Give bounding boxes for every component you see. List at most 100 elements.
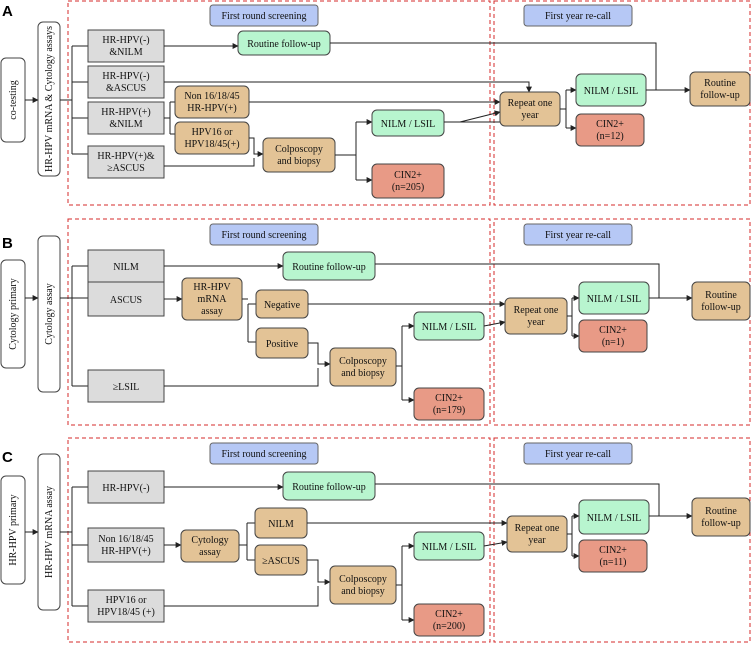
svg-text:Repeat one: Repeat one <box>508 98 553 109</box>
svg-text:(n=12): (n=12) <box>596 131 623 142</box>
svg-text:Colposcopy: Colposcopy <box>339 574 387 585</box>
svg-text:HR-HPV mRNA assay: HR-HPV mRNA assay <box>44 486 55 578</box>
svg-text:HR-HPV: HR-HPV <box>193 282 231 293</box>
svg-text:First year re-call: First year re-call <box>545 449 611 460</box>
svg-text:Cytology: Cytology <box>191 535 228 546</box>
svg-text:and biopsy: and biopsy <box>341 586 385 597</box>
svg-text:Non 16/18/45: Non 16/18/45 <box>184 91 239 102</box>
recall-cin2-box <box>578 319 648 353</box>
recall-nilm-lsil-box <box>578 499 650 535</box>
first-round-header <box>209 223 319 246</box>
svg-text:Routine follow-up: Routine follow-up <box>292 482 366 493</box>
svg-text:NILM / LSIL: NILM / LSIL <box>584 86 638 97</box>
svg-text:Negative: Negative <box>264 300 301 311</box>
svg-text:≥LSIL: ≥LSIL <box>113 382 140 393</box>
svg-text:assay: assay <box>201 306 223 317</box>
svg-text:Colposcopy: Colposcopy <box>339 356 387 367</box>
svg-text:≥ASCUS: ≥ASCUS <box>262 556 300 567</box>
svg-text:ASCUS: ASCUS <box>110 295 142 306</box>
panel-label: C <box>2 449 13 466</box>
svg-text:follow-up: follow-up <box>701 518 740 529</box>
first-round-header <box>209 442 319 465</box>
routine-final-box <box>691 281 751 321</box>
repeat-year-box <box>504 297 568 335</box>
svg-text:HR-HPV primary: HR-HPV primary <box>8 494 19 565</box>
svg-text:HR-HPV(+)&: HR-HPV(+)& <box>97 151 155 162</box>
svg-text:Positive: Positive <box>266 339 299 350</box>
svg-text:NILM: NILM <box>268 519 294 530</box>
svg-text:&ASCUS: &ASCUS <box>106 83 146 94</box>
svg-text:CIN2+: CIN2+ <box>435 609 463 620</box>
svg-text:NILM / LSIL: NILM / LSIL <box>422 542 476 553</box>
svg-text:First round screening: First round screening <box>222 230 307 241</box>
strategy-box <box>0 259 26 369</box>
svg-text:Cytology assay: Cytology assay <box>44 283 55 344</box>
svg-text:mRNA: mRNA <box>198 294 228 305</box>
recall-header <box>523 442 633 465</box>
svg-text:year: year <box>521 110 539 121</box>
svg-text:NILM / LSIL: NILM / LSIL <box>422 322 476 333</box>
colposcopy-box <box>329 347 397 387</box>
recall-frame <box>493 437 751 643</box>
first-round-header-text: First round screening <box>222 11 307 22</box>
svg-text:Non 16/18/45: Non 16/18/45 <box>98 534 153 545</box>
strategy-box <box>0 475 26 585</box>
panel-label: A <box>2 3 13 20</box>
svg-text:year: year <box>527 317 545 328</box>
svg-text:Routine follow-up: Routine follow-up <box>292 262 366 273</box>
routine-final-box <box>691 497 751 537</box>
svg-text:and biopsy: and biopsy <box>277 156 321 167</box>
svg-text:year: year <box>528 535 546 546</box>
svg-text:HR-HPV(-): HR-HPV(-) <box>102 483 149 494</box>
cin2-box <box>371 163 445 199</box>
svg-text:(n=1): (n=1) <box>602 337 624 348</box>
svg-text:CIN2+: CIN2+ <box>394 170 422 181</box>
colposcopy-box <box>329 565 397 605</box>
recall-frame <box>493 218 751 426</box>
svg-text:Routine: Routine <box>705 290 737 301</box>
recall-header <box>523 4 633 27</box>
repeat-year-box <box>506 515 568 553</box>
group-nilm <box>87 249 165 283</box>
svg-text:HR-HPV(+): HR-HPV(+) <box>187 103 237 114</box>
cytology-assay-box <box>180 529 240 563</box>
svg-text:(n=179): (n=179) <box>433 405 465 416</box>
assay-label: HR-HPV mRNA & Cytology assays <box>44 26 55 172</box>
svg-text:First year re-call: First year re-call <box>545 230 611 241</box>
strategy-label: co-testing <box>8 80 19 119</box>
svg-text:follow-up: follow-up <box>701 302 740 313</box>
recall-header <box>523 223 633 246</box>
svg-text:First round screening: First round screening <box>222 449 307 460</box>
svg-text:Repeat one: Repeat one <box>515 523 560 534</box>
svg-text:HPV16 or: HPV16 or <box>106 595 148 606</box>
first-round-frame <box>67 437 491 643</box>
assay-box <box>37 235 61 393</box>
svg-text:(n=11): (n=11) <box>600 557 627 568</box>
first-round-frame <box>67 218 491 426</box>
group-ascus <box>87 281 165 317</box>
svg-text:Routine follow-up: Routine follow-up <box>247 39 321 50</box>
panel-c: C First round screening First year re-ca… <box>0 437 751 643</box>
routine-final-box <box>689 71 751 107</box>
recall-cin2-box <box>575 113 645 147</box>
svg-text:HPV18/45(+): HPV18/45(+) <box>184 139 239 150</box>
group-hpv-neg <box>87 470 165 504</box>
svg-text:HR-HPV(-): HR-HPV(-) <box>102 35 149 46</box>
group-hpv-pos-nilm <box>87 101 165 135</box>
svg-text:Cytology primary: Cytology primary <box>8 278 19 349</box>
svg-text:Routine: Routine <box>704 78 736 89</box>
svg-text:Routine: Routine <box>705 506 737 517</box>
svg-text:NILM: NILM <box>113 262 139 273</box>
svg-text:NILM / LSIL: NILM / LSIL <box>381 119 435 130</box>
recall-header-text: First year re-call <box>545 11 611 22</box>
panel-label: B <box>2 235 13 252</box>
first-round-header <box>209 4 319 27</box>
svg-text:&NILM: &NILM <box>109 47 142 58</box>
group-hpv-pos-ascus <box>87 145 165 179</box>
svg-text:CIN2+: CIN2+ <box>596 119 624 130</box>
svg-text:CIN2+: CIN2+ <box>599 325 627 336</box>
cin2-box <box>413 387 485 421</box>
panel-a: A First round screening First year re-ca… <box>0 0 751 206</box>
nilm-lsil-box <box>371 109 445 137</box>
